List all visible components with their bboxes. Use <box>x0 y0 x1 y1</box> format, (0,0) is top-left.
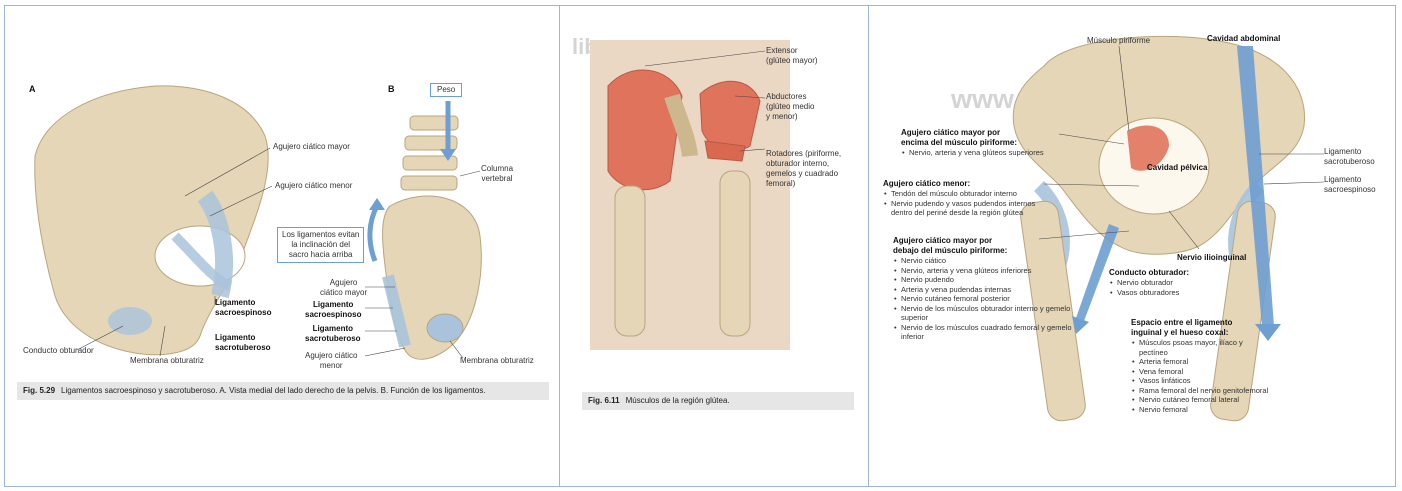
label-musculo-piriforme: Músculo piriforme <box>1087 36 1150 46</box>
group-title: Espacio entre el ligamento inguinal y el… <box>1131 318 1271 338</box>
label-ligamento-sacrotuberoso-b: Ligamento sacrotuberoso <box>305 324 361 344</box>
gluteus-maximus <box>608 70 682 190</box>
list-item: Nervio femoral <box>1139 405 1271 415</box>
figure-letter-a: A <box>29 84 36 94</box>
list-item: Nervio obturador <box>1117 278 1229 288</box>
panel-gluteal-muscles: libros.com Extensor (glúteo mayor) Abduc… <box>560 6 867 486</box>
acetabulum-b <box>427 314 463 342</box>
label-ligamento-sacrotuberoso: Ligamento sacrotuberoso <box>1324 147 1375 167</box>
femur-left <box>615 186 645 336</box>
obturator-membrane-a <box>108 307 152 335</box>
list-item: Nervio de los músculos cuadrado femoral … <box>901 323 1075 342</box>
label-membrana-obturatriz-b: Membrana obturatriz <box>460 356 534 366</box>
group-title: Agujero ciático mayor por debajo del mús… <box>893 236 1075 256</box>
list-item: Nervio, arteria y vena glúteos superiore… <box>909 148 1071 158</box>
panel-pelvic-foramina: www.medilibros.com Músculo piriforme Cav… <box>869 6 1395 486</box>
group-list: Tendón del músculo obturador interno Ner… <box>883 189 1058 218</box>
label-cavidad-abdominal: Cavidad abdominal <box>1207 34 1280 44</box>
group-espacio-inguinal: Espacio entre el ligamento inguinal y el… <box>1131 318 1271 414</box>
list-item: Arteria femoral <box>1139 357 1271 367</box>
group-title: Conducto obturador: <box>1109 268 1229 278</box>
label-ligamento-sacroespinoso: Ligamento sacroespinoso <box>1324 175 1376 195</box>
label-agujero-ciatico-menor-b: Agujero ciático menor <box>305 351 357 371</box>
group-title: Agujero ciático mayor por encima del mús… <box>901 128 1071 148</box>
label-cavidad-pelvica: Cavidad pélvica <box>1147 163 1207 173</box>
group-list: Músculos psoas mayor, ilíaco y pectíneo … <box>1131 338 1271 414</box>
panel-pelvis-ligaments: A B Peso Agujero ciático mayor Agujero c… <box>5 6 558 486</box>
list-item: Arteria y vena pudendas internas <box>901 285 1075 295</box>
group-list: Nervio obturador Vasos obturadores <box>1109 278 1229 297</box>
label-ligamento-sacroespinoso-a: Ligamento sacroespinoso <box>215 298 271 318</box>
label-agujero-ciatico-mayor: Agujero ciático mayor <box>273 142 350 152</box>
gluteal-illustration <box>560 6 867 486</box>
figure-caption-5-29: Fig. 5.29 Ligamentos sacroespinoso y sacr… <box>17 382 549 400</box>
tilt-arrow <box>370 206 377 261</box>
caption-text: Músculos de la región glútea. <box>626 396 730 405</box>
list-item: Tendón del músculo obturador interno <box>891 189 1058 199</box>
group-agujero-mayor-debajo: Agujero ciático mayor por debajo del mús… <box>893 236 1075 342</box>
group-agujero-mayor-encima: Agujero ciático mayor por encima del mús… <box>901 128 1071 158</box>
list-item: Músculos psoas mayor, ilíaco y pectíneo <box>1139 338 1271 357</box>
list-item: Nervio pudendo <box>901 275 1075 285</box>
list-item: Vasos obturadores <box>1117 288 1229 298</box>
label-ligamento-sacroespinoso-b: Ligamento sacroespinoso <box>305 300 361 320</box>
group-conducto-obturador: Conducto obturador: Nervio obturador Vas… <box>1109 268 1229 297</box>
label-membrana-obturatriz-a: Membrana obturatriz <box>130 356 204 366</box>
list-item: Nervio cutáneo femoral posterior <box>901 294 1075 304</box>
femur-right <box>720 171 750 336</box>
figure-caption-6-11: Fig. 6.11 Músculos de la región glútea. <box>582 392 854 410</box>
group-list: Nervio, arteria y vena glúteos superiore… <box>901 148 1071 158</box>
label-ligamento-sacrotuberoso-a: Ligamento sacrotuberoso <box>215 333 271 353</box>
label-extensor: Extensor (glúteo mayor) <box>766 46 818 66</box>
group-agujero-menor: Agujero ciático menor: Tendón del múscul… <box>883 179 1058 218</box>
label-agujero-ciatico-menor: Agujero ciático menor <box>275 181 352 191</box>
list-item: Nervio ciático <box>901 256 1075 266</box>
label-abductores: Abductores (glúteo medio y menor) <box>766 92 814 122</box>
caption-text: Ligamentos sacroespinoso y sacrotuberoso… <box>61 386 486 395</box>
caption-number: Fig. 6.11 <box>588 396 620 405</box>
label-nervio-ilioinguinal: Nervio ilioinguinal <box>1177 253 1246 263</box>
list-item: Rama femoral del nervio genitofemoral <box>1139 386 1271 396</box>
tilt-arrowhead <box>369 198 385 210</box>
list-item: Nervio pudendo y vasos pudendos internos… <box>891 199 1058 218</box>
vertebra-4 <box>401 176 457 190</box>
caption-number: Fig. 5.29 <box>23 386 55 395</box>
label-columna-vertebral: Columna vertebral <box>481 164 513 184</box>
label-conducto-obturador: Conducto obturador <box>23 346 94 356</box>
group-title: Agujero ciático menor: <box>883 179 1058 189</box>
group-list: Nervio ciático Nervio, arteria y vena gl… <box>893 256 1075 342</box>
peso-label: Peso <box>430 83 462 97</box>
vertebra-1 <box>410 116 458 130</box>
list-item: Vasos linfáticos <box>1139 376 1271 386</box>
list-item: Vena femoral <box>1139 367 1271 377</box>
figure-letter-b: B <box>388 84 395 94</box>
ligament-function-box: Los ligamentos evitan la inclinación del… <box>277 227 364 263</box>
gluteus-medius <box>700 81 760 151</box>
label-rotadores: Rotadores (piriforme, obturador interno,… <box>766 149 841 189</box>
list-item: Nervio cutáneo femoral lateral <box>1139 395 1271 405</box>
label-agujero-ciatico-mayor-b: Agujero ciático mayor <box>320 278 367 298</box>
list-item: Nervio, arteria y vena glúteos inferiore… <box>901 266 1075 276</box>
list-item: Nervio de los músculos obturador interno… <box>901 304 1075 323</box>
